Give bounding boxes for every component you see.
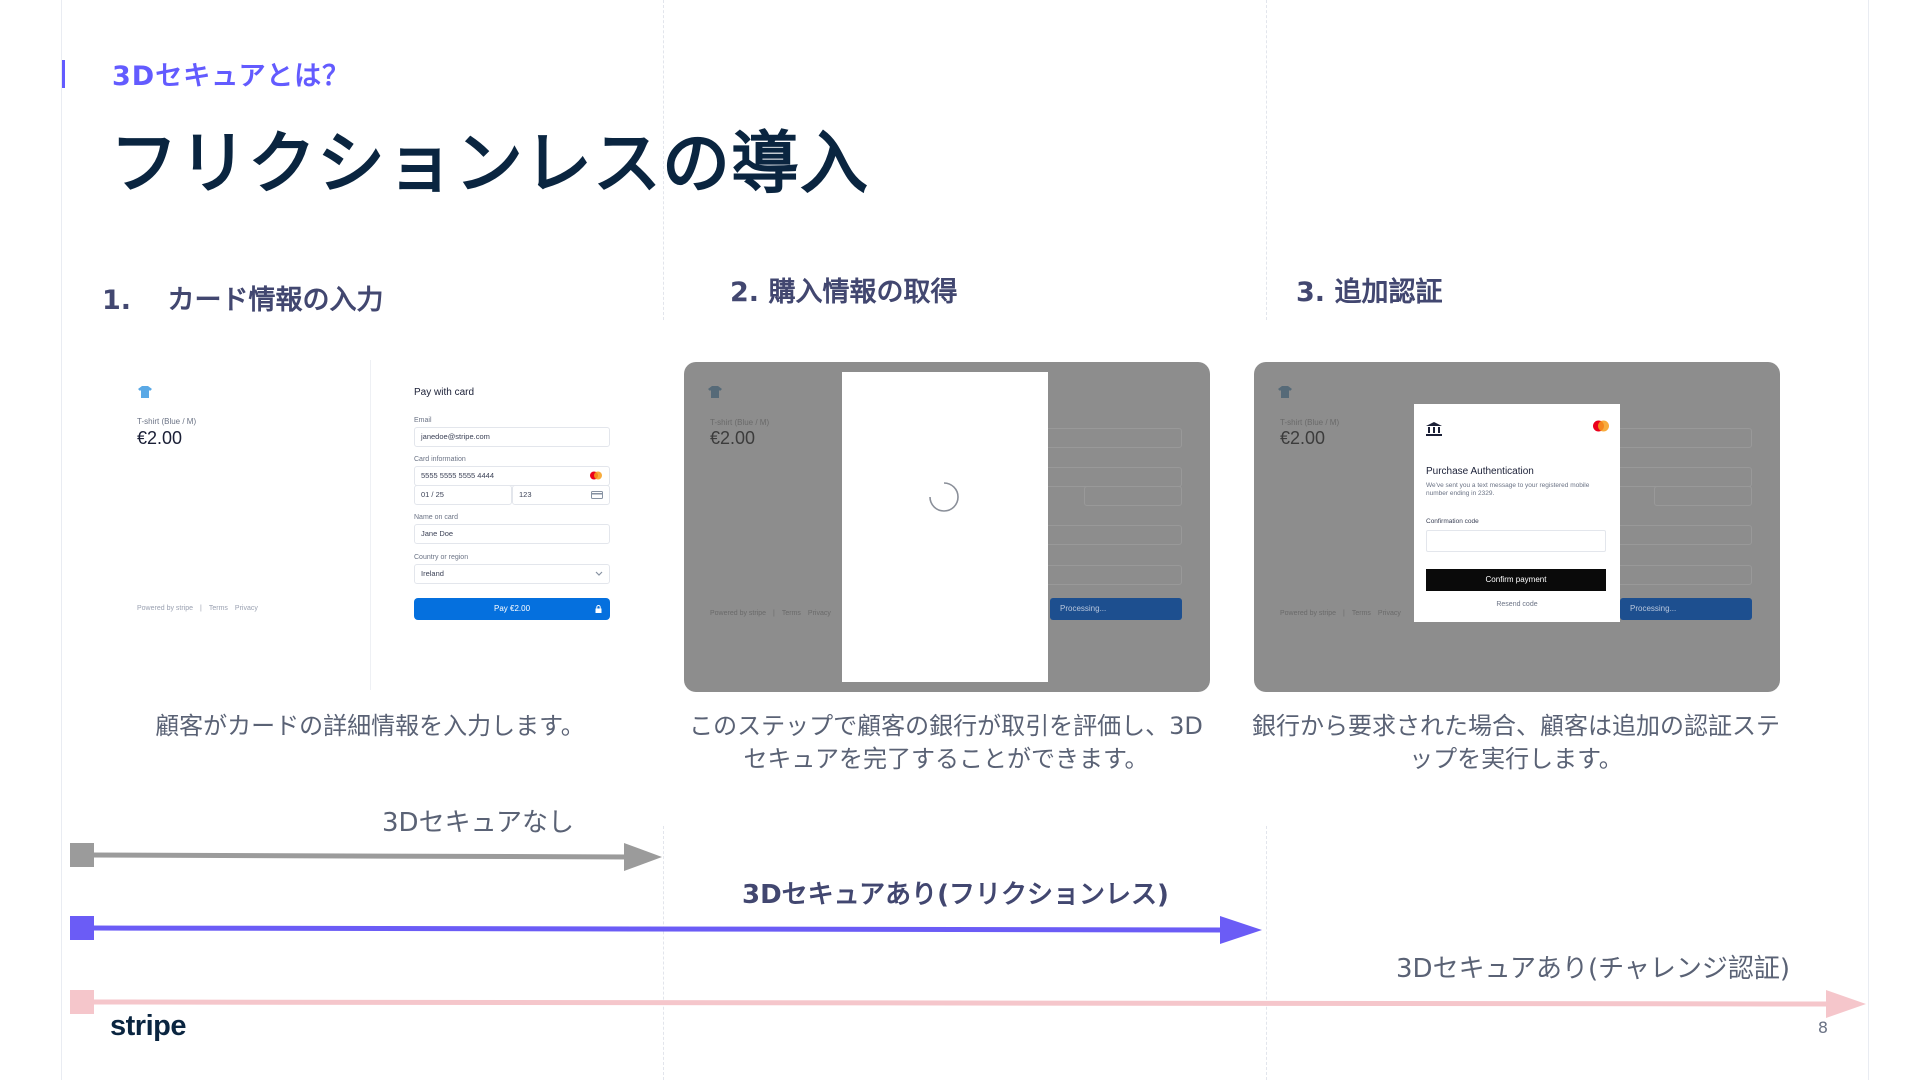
auth-body: We've sent you a text message to your re… <box>1426 482 1590 497</box>
processing-button: Processing... <box>1050 598 1182 620</box>
card-cvc-value: 123 <box>519 490 532 499</box>
arrow-no-3ds <box>70 843 662 871</box>
step-3-heading: 3. 追加認証 <box>1296 277 1443 308</box>
checkout-footer: Powered by stripe | Terms Privacy <box>1280 610 1401 617</box>
checkout-screenshot-challenge: T-shirt (Blue / M) €2.00 Powered by stri… <box>1254 362 1780 692</box>
processing-button: Processing... <box>1620 598 1752 620</box>
cvc-card-icon <box>591 491 603 499</box>
column-divider <box>1266 0 1267 320</box>
description-line: 顧客がカードの詳細情報を入力します。 <box>155 712 585 740</box>
step-2-heading: 2. 購入情報の取得 <box>730 277 958 308</box>
confirmation-code-input[interactable] <box>1426 530 1606 552</box>
description-line: セキュアを完了することができます。 <box>743 745 1149 773</box>
step-1-description: 顧客がカードの詳細情報を入力します。 <box>100 710 640 743</box>
email-value: janedoe@stripe.com <box>421 432 490 441</box>
auth-title: Purchase Authentication <box>1426 466 1534 477</box>
card-cvc-field <box>1084 486 1182 506</box>
description-line: 銀行から要求された場合、顧客は追加の認証ステ <box>1252 712 1780 740</box>
card-cvc-field[interactable]: 123 <box>512 485 610 505</box>
column-divider <box>663 0 664 320</box>
pay-button[interactable]: Pay €2.00 <box>414 598 610 620</box>
product-name: T-shirt (Blue / M) <box>710 418 770 427</box>
left-frame-line <box>61 0 62 1080</box>
email-field[interactable]: janedoe@stripe.com <box>414 427 610 447</box>
confirm-payment-button[interactable]: Confirm payment <box>1426 569 1606 591</box>
name-label: Name on card <box>414 514 458 521</box>
card-cvc-field <box>1654 486 1752 506</box>
lock-icon <box>595 605 602 613</box>
timeline-label-challenge: 3Dセキュアあり(チャレンジ認証) <box>1396 954 1791 984</box>
product-price: €2.00 <box>137 428 183 448</box>
name-field[interactable]: Jane Doe <box>414 524 610 544</box>
mastercard-icon <box>590 471 602 480</box>
tshirt-icon <box>138 386 152 398</box>
auth-dialog: Purchase Authentication We've sent you a… <box>1414 404 1620 622</box>
resend-code-link[interactable]: Resend code <box>1496 601 1538 608</box>
email-label: Email <box>414 417 432 424</box>
code-label: Confirmation code <box>1426 518 1479 525</box>
step-2-description: このステップで顧客の銀行が取引を評価し、3D セキュアを完了することができます。 <box>674 710 1218 776</box>
tshirt-icon <box>1278 386 1292 398</box>
description-line: このステップで顧客の銀行が取引を評価し、3D <box>689 712 1203 740</box>
pay-button-label: Pay €2.00 <box>493 604 531 613</box>
country-label: Country or region <box>414 554 469 561</box>
name-value: Jane Doe <box>421 529 454 538</box>
eyebrow-label: 3Dセキュアとは？ <box>112 61 351 92</box>
pay-with-card-heading: Pay with card <box>414 387 475 398</box>
right-frame-line <box>1868 0 1869 1080</box>
country-select[interactable]: Ireland <box>414 564 610 584</box>
step-1-heading: 1. カード情報の入力 <box>102 285 384 316</box>
eyebrow-accent-bar <box>62 60 65 88</box>
country-value: Ireland <box>421 569 444 578</box>
checkout-footer: Powered by stripe | Terms Privacy <box>137 605 258 612</box>
stripe-logo: stripe <box>110 1010 186 1042</box>
card-info-label: Card information <box>414 456 466 463</box>
product-price: €2.00 <box>710 428 756 448</box>
column-divider <box>1266 826 1267 1080</box>
timeline-label-frictionless: 3Dセキュアあり(フリクションレス) <box>742 880 1169 910</box>
bank-icon <box>1426 422 1442 436</box>
tshirt-icon <box>708 386 722 398</box>
product-name: T-shirt (Blue / M) <box>137 417 197 426</box>
card-expiry-field[interactable]: 01 / 25 <box>414 485 512 505</box>
chevron-down-icon <box>595 571 603 576</box>
card-number-value: 5555 5555 5555 4444 <box>421 471 494 480</box>
mastercard-icon <box>1593 420 1609 432</box>
card-expiry-value: 01 / 25 <box>421 490 444 499</box>
arrow-challenge <box>70 990 1866 1018</box>
bank-frame <box>842 372 1048 682</box>
page-title: フリクションレスの導入 <box>110 125 870 204</box>
checkout-footer: Powered by stripe | Terms Privacy <box>710 610 831 617</box>
product-price: €2.00 <box>1280 428 1326 448</box>
checkout-screenshot-processing: T-shirt (Blue / M) €2.00 Powered by stri… <box>684 362 1210 692</box>
timeline-label-no-3ds: 3Dセキュアなし <box>382 808 575 838</box>
description-line: ップを実行します。 <box>1409 745 1623 773</box>
page-number: 8 <box>1817 1018 1828 1037</box>
panel-divider <box>370 360 371 690</box>
product-name: T-shirt (Blue / M) <box>1280 418 1340 427</box>
step-3-description: 銀行から要求された場合、顧客は追加の認証ステ ップを実行します。 <box>1236 710 1796 776</box>
loading-spinner-icon <box>929 482 959 512</box>
column-divider <box>663 826 664 1080</box>
arrow-frictionless <box>70 916 1262 944</box>
checkout-screenshot-card-entry: T-shirt (Blue / M) €2.00 Powered by stri… <box>128 360 628 690</box>
